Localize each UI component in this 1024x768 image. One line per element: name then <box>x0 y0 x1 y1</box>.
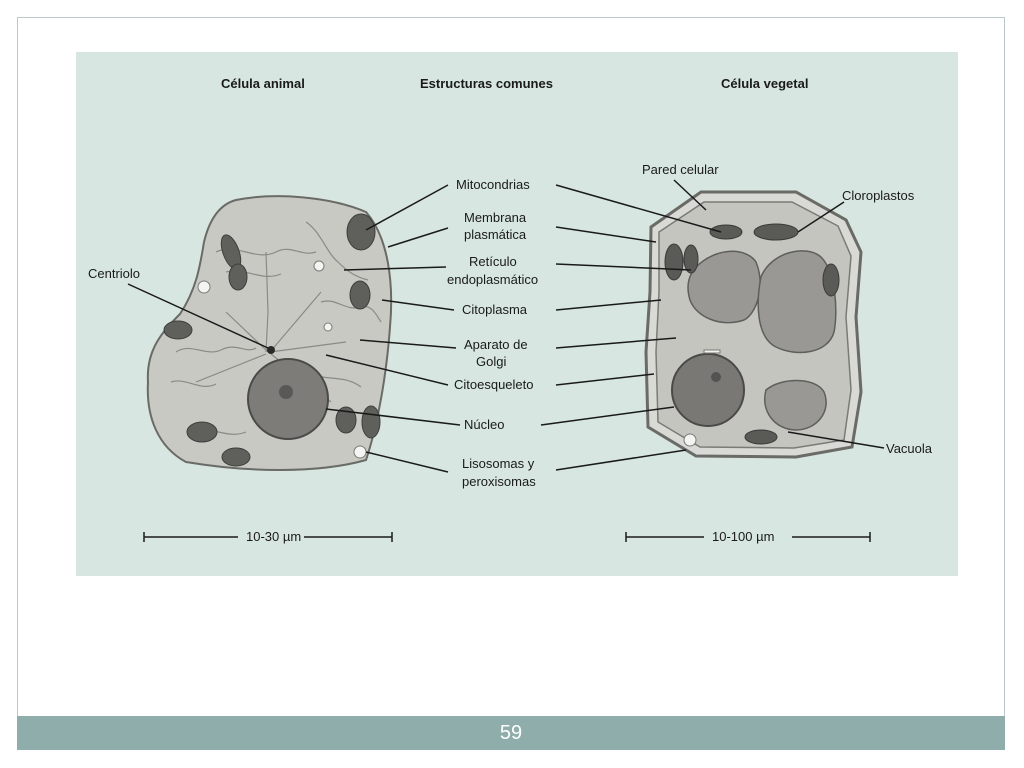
label-aparato-2: Golgi <box>476 354 506 369</box>
label-reticulo-1: Retículo <box>469 254 517 269</box>
label-vacuola: Vacuola <box>886 441 933 456</box>
animal-nucleus <box>247 358 329 440</box>
label-nucleo: Núcleo <box>464 417 504 432</box>
header-animal: Célula animal <box>221 76 305 91</box>
label-citoesqueleto: Citoesqueleto <box>454 377 534 392</box>
page-number: 59 <box>499 722 523 744</box>
header-plant: Célula vegetal <box>721 76 808 91</box>
label-centriolo: Centriolo <box>88 266 140 281</box>
animal-cell <box>146 195 393 471</box>
scale-animal: 10-30 µm <box>246 529 301 544</box>
structure-labels: Mitocondrias Membrana plasmática Retícul… <box>88 162 933 489</box>
header-common: Estructuras comunes <box>420 76 553 91</box>
label-reticulo-2: endoplasmático <box>447 272 538 287</box>
centriole <box>267 346 275 354</box>
scale-labels: 10-30 µm 10-100 µm <box>246 529 774 544</box>
plant-nucleus <box>671 353 745 427</box>
cell-diagram-figure: Célula animal Estructuras comunes Célula… <box>76 52 958 576</box>
plant-vesicles <box>683 349 721 447</box>
label-mitocondrias: Mitocondrias <box>456 177 530 192</box>
plant-cell <box>644 190 863 459</box>
label-membrana-1: Membrana <box>464 210 527 225</box>
leader-lines <box>127 179 885 542</box>
label-lisosomas-2: peroxisomas <box>462 474 536 489</box>
label-cloroplastos: Cloroplastos <box>842 188 915 203</box>
label-pared-celular: Pared celular <box>642 162 719 177</box>
plant-chloroplasts <box>664 223 840 445</box>
label-membrana-2: plasmática <box>464 227 527 242</box>
scale-plant: 10-100 µm <box>712 529 774 544</box>
headers: Célula animal Estructuras comunes Célula… <box>221 76 808 91</box>
animal-vesicles <box>197 260 367 459</box>
label-aparato-1: Aparato de <box>464 337 528 352</box>
plant-vacuoles <box>687 250 837 431</box>
label-citoplasma: Citoplasma <box>462 302 528 317</box>
footer-bar: 59 <box>17 716 1005 750</box>
label-lisosomas-1: Lisosomas y <box>462 456 535 471</box>
